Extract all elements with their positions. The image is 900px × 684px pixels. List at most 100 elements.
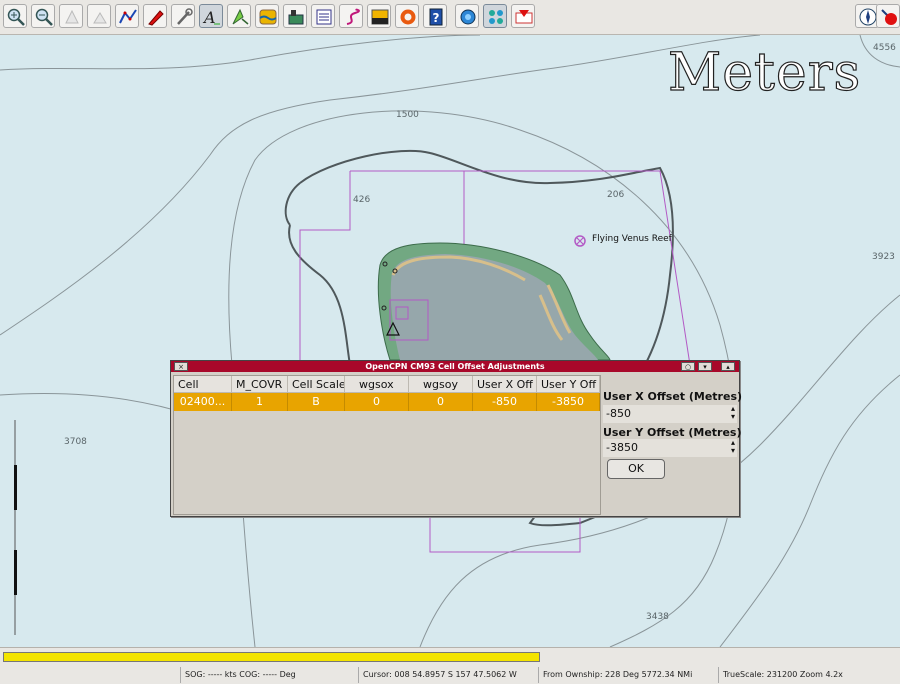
user-y-offset-label: User Y Offset (Metres) xyxy=(603,426,742,439)
user-x-offset-spinner[interactable]: -850 ▴▾ xyxy=(603,405,737,423)
follow-icon xyxy=(148,10,164,26)
table-cell: B xyxy=(288,393,345,411)
column-header-cell[interactable]: Cell xyxy=(174,376,232,393)
rock-marker xyxy=(392,268,398,274)
color-scheme-icon xyxy=(371,9,389,25)
contour-200m xyxy=(284,182,301,226)
coverage-cell xyxy=(395,306,409,320)
hazard-marker xyxy=(386,321,400,336)
print-button[interactable] xyxy=(283,4,307,28)
reef-label: Flying Venus Reef xyxy=(592,234,672,244)
status-sog-cog: SOG: ----- kts COG: ----- Deg xyxy=(180,667,358,683)
plugin-grid-button[interactable] xyxy=(483,4,507,28)
depth-206: 206 xyxy=(607,190,624,200)
dialog-close-button[interactable]: × xyxy=(174,362,188,371)
text-button[interactable]: A xyxy=(199,4,223,28)
route-button[interactable] xyxy=(115,4,139,28)
status-truescale: TrueScale: 231200 Zoom 4.2x xyxy=(718,667,900,683)
reef-marker xyxy=(574,235,586,247)
dialog-maximize-button[interactable]: ▴ xyxy=(721,362,735,371)
tide-icon xyxy=(259,9,277,25)
current-icon xyxy=(232,8,249,25)
table-cell: -3850 xyxy=(537,393,600,411)
scale-in-button[interactable] xyxy=(59,4,83,28)
contour-line xyxy=(0,35,481,71)
chart-drawing: 4556 1500 426 206 3923 3708 3438 xyxy=(0,35,900,647)
coverage-outline xyxy=(299,170,691,553)
units-label: Meters xyxy=(667,42,862,103)
follow-button[interactable] xyxy=(143,4,167,28)
depth-3923: 3923 xyxy=(872,252,895,262)
column-header-wgsoy[interactable]: wgsoy xyxy=(409,376,473,393)
column-header-wgsox[interactable]: wgsox xyxy=(345,376,409,393)
plugin-globe-button[interactable] xyxy=(455,4,479,28)
cell-grid: Cell M_COVR Cell Scale wgsox wgsoy User … xyxy=(173,375,601,515)
gps-status-icon xyxy=(881,9,897,25)
scale-out-button[interactable] xyxy=(87,4,111,28)
ok-button[interactable]: OK xyxy=(607,459,665,479)
chart-load-progress xyxy=(3,652,540,662)
depth-3708: 3708 xyxy=(64,437,87,447)
help-button[interactable]: ? xyxy=(423,4,447,28)
tide-button[interactable] xyxy=(255,4,279,28)
user-y-offset-spinner[interactable]: -3850 ▴▾ xyxy=(603,439,737,457)
route-icon xyxy=(119,9,137,24)
plugin-waypoint-icon xyxy=(515,10,533,24)
scale-bar-segment xyxy=(14,465,17,510)
route-manager-button[interactable] xyxy=(311,4,335,28)
zoom-in-icon xyxy=(7,8,25,26)
status-bar: SOG: ----- kts COG: ----- Deg Cursor: 00… xyxy=(0,647,900,684)
status-cursor: Cursor: 008 54.8957 S 157 47.5062 W xyxy=(358,667,538,683)
mob-icon xyxy=(400,9,416,25)
current-button[interactable] xyxy=(227,4,251,28)
dialog-minimize-button[interactable]: ▾ xyxy=(698,362,712,371)
zoom-in-button[interactable] xyxy=(3,4,27,28)
dialog-restore-button[interactable]: ○ xyxy=(681,362,695,371)
table-cell: 0 xyxy=(345,393,409,411)
progress-fill xyxy=(4,653,539,661)
contour-line xyxy=(719,374,900,647)
table-cell: 02400... xyxy=(174,393,232,411)
compass-button[interactable] xyxy=(855,4,879,28)
column-header-cell-scale[interactable]: Cell Scale xyxy=(288,376,345,393)
offset-panel: User X Offset (Metres) -850 ▴▾ User Y Of… xyxy=(603,375,742,515)
plugin-waypoint-button[interactable] xyxy=(511,4,535,28)
svg-text:?: ? xyxy=(433,11,440,25)
spinner-arrows-icon[interactable]: ▴▾ xyxy=(730,438,735,455)
gps-status-button[interactable] xyxy=(876,4,900,28)
dialog-title: OpenCPN CM93 Cell Offset Adjustments xyxy=(365,362,545,371)
plugin-globe-icon xyxy=(460,9,476,25)
print-icon xyxy=(288,10,304,25)
rock-marker xyxy=(382,261,388,267)
zoom-out-icon xyxy=(35,8,53,26)
depth-426: 426 xyxy=(353,195,370,205)
reef-land xyxy=(390,254,598,360)
mob-button[interactable] xyxy=(395,4,419,28)
dialog-title-bar[interactable]: × OpenCPN CM93 Cell Offset Adjustments ○… xyxy=(171,361,739,372)
zoom-out-button[interactable] xyxy=(31,4,55,28)
scale-in-icon xyxy=(65,9,79,24)
chart-canvas[interactable]: 4556 1500 426 206 3923 3708 3438 Meters … xyxy=(0,35,900,647)
track-button[interactable] xyxy=(339,4,363,28)
spinner-arrows-icon[interactable]: ▴▾ xyxy=(730,404,735,421)
depth-1500: 1500 xyxy=(396,110,419,120)
settings-button[interactable] xyxy=(171,4,195,28)
color-scheme-button[interactable] xyxy=(367,4,391,28)
contour-line xyxy=(0,35,761,336)
route-manager-icon xyxy=(316,9,332,25)
text-icon: A xyxy=(202,8,220,27)
scale-bar-segment xyxy=(14,550,17,595)
column-header-user-x-off[interactable]: User X Off xyxy=(473,376,537,393)
column-header-user-y-off[interactable]: User Y Off xyxy=(537,376,600,393)
user-x-offset-value: -850 xyxy=(606,407,631,420)
table-cell: 1 xyxy=(232,393,288,411)
plugin-grid-icon xyxy=(489,10,503,24)
track-icon xyxy=(346,8,360,25)
column-header-m-covr[interactable]: M_COVR xyxy=(232,376,288,393)
rock-marker xyxy=(381,305,387,311)
help-icon: ? xyxy=(429,8,443,26)
settings-icon xyxy=(177,8,193,25)
user-x-offset-label: User X Offset (Metres) xyxy=(603,390,743,403)
contour-line xyxy=(859,35,900,68)
table-cell: 0 xyxy=(409,393,473,411)
